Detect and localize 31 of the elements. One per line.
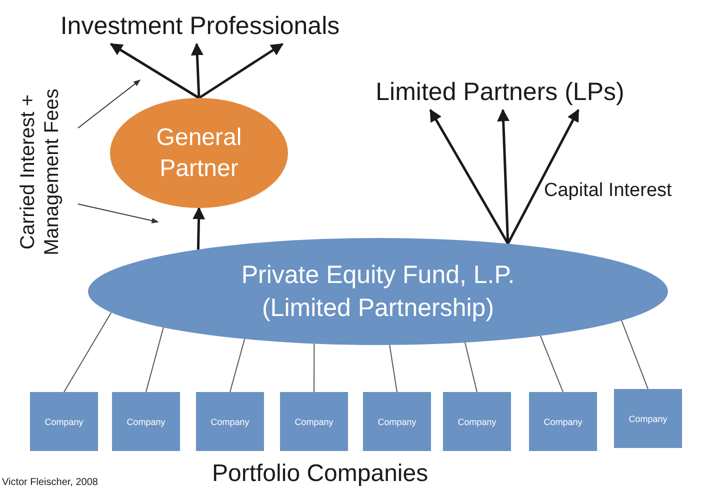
- arrow: [190, 42, 204, 98]
- company-box: Company: [30, 392, 98, 451]
- company-box: Company: [112, 392, 180, 451]
- source-note: Victor Fleischer, 2008: [2, 477, 98, 489]
- company-box: Company: [363, 392, 431, 451]
- arrow: [110, 42, 200, 100]
- entity-ellipse: General Partner: [110, 98, 288, 208]
- company-box: Company: [529, 392, 597, 451]
- node-label: Limited Partners (LPs): [355, 74, 645, 110]
- arrow: [192, 206, 206, 250]
- node-label: Investment Professionals: [35, 8, 365, 44]
- arrow: [429, 108, 509, 244]
- arrow: [198, 42, 284, 100]
- group-label: Portfolio Companies: [212, 460, 428, 489]
- connector-line: [540, 335, 564, 392]
- connector-line: [464, 342, 478, 392]
- connector-line: [314, 343, 315, 392]
- company-box: Company: [614, 389, 682, 448]
- company-box: Company: [443, 392, 511, 451]
- fee-label: Carried Interest + Management Fees: [16, 88, 64, 258]
- company-box: Company: [196, 392, 264, 451]
- connector-line: [230, 338, 246, 392]
- connector-line: [146, 326, 164, 392]
- entity-ellipse: Private Equity Fund, L.P. (Limited Partnership): [88, 238, 668, 345]
- connector-line: [64, 312, 112, 392]
- connector-line: [621, 320, 648, 390]
- flow-label: Capital Interest: [544, 180, 672, 203]
- arrow: [506, 108, 580, 244]
- connector-line: [389, 344, 398, 392]
- arrow: [497, 108, 510, 244]
- company-box: Company: [280, 392, 348, 451]
